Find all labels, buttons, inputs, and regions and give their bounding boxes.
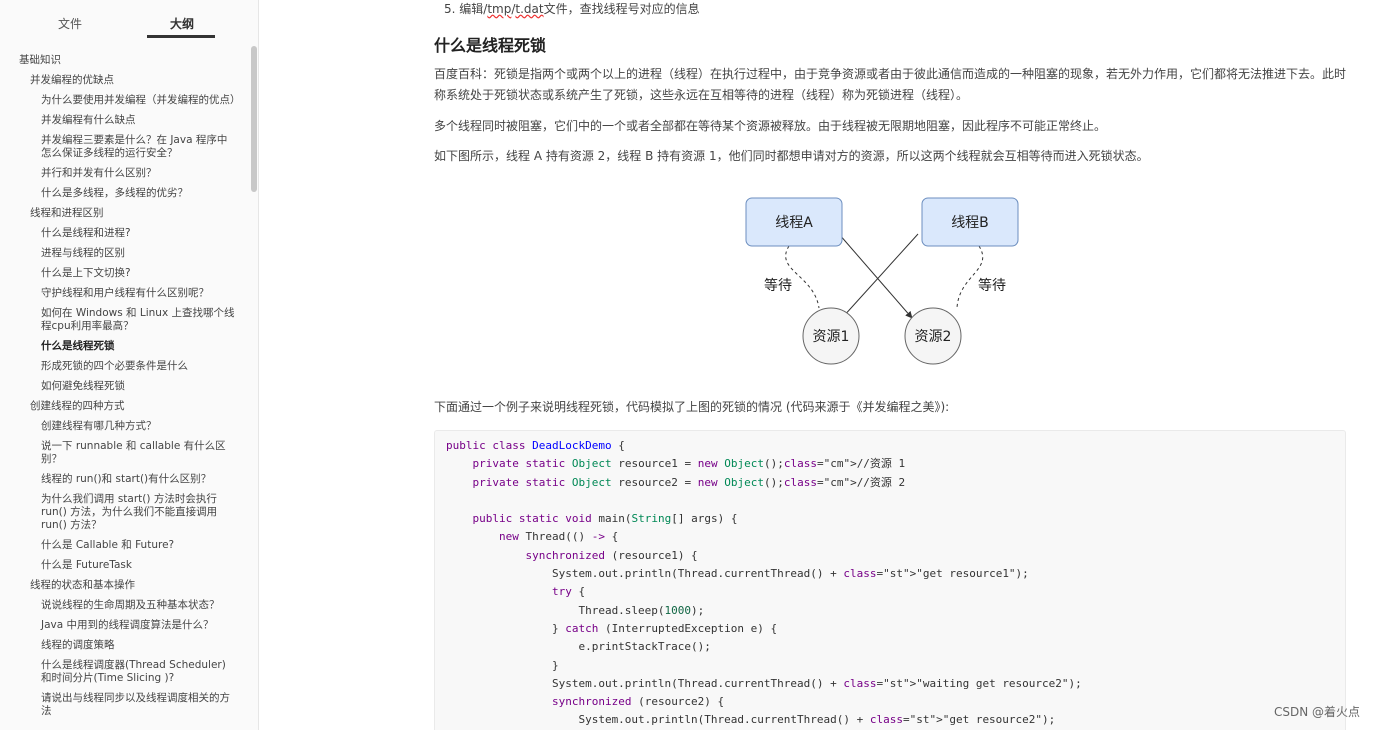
outline-item[interactable]: 说一下 runnable 和 callable 有什么区别？ xyxy=(41,440,226,465)
wait-label-right: 等待 xyxy=(978,277,1006,294)
thread-b-label: 线程B xyxy=(951,215,989,231)
thread-a-label: 线程A xyxy=(775,215,813,231)
watermark: CSDN @着火点 xyxy=(1273,705,1360,719)
sidebar-tabs: 文件 大纲 xyxy=(0,0,258,46)
resource-1-label: 资源1 xyxy=(813,329,850,345)
code-line xyxy=(446,492,1334,510)
thread-a-box xyxy=(745,197,843,247)
thread-b-box xyxy=(921,197,1019,247)
outline-item[interactable]: 什么是上下文切换? xyxy=(41,267,131,279)
section-heading: 什么是线程死锁 xyxy=(434,36,547,55)
sidebar: 文件 大纲 基础知识并发编程的优缺点为什么要使用并发编程（并发编程的优点） 并发编… xyxy=(0,0,259,730)
code-line: } catch (InterruptedException e) { xyxy=(446,621,778,635)
outline-item[interactable]: 说说线程的生命周期及五种基本状态？ xyxy=(41,599,220,611)
code-line: e.printStackTrace(); xyxy=(446,640,711,654)
arrow-b-to-resource1 xyxy=(841,233,919,319)
outline-item[interactable]: 线程的状态和基本操作 xyxy=(30,579,135,591)
code-line: Thread.sleep(1000); xyxy=(446,603,705,617)
document-content: 5. 编辑/tmp/t.dat文件，查找线程号对应的信息 什么是线程死锁 百度百… xyxy=(260,0,1376,730)
code-line: try { xyxy=(551,585,586,599)
tab-files[interactable]: 文件 xyxy=(58,17,83,31)
wait-curve-right xyxy=(956,245,984,309)
code-line: public static void main(String[] args) { xyxy=(472,512,738,526)
arrow-a-to-resource2 xyxy=(838,233,913,319)
outline-item[interactable]: 线程的 run()和 start()有什么区别？ xyxy=(41,473,212,485)
active-tab-indicator xyxy=(147,35,215,38)
wait-curve-left xyxy=(785,245,820,309)
outline-item[interactable]: 并发编程的优缺点 xyxy=(30,74,114,86)
outline-item[interactable]: 线程和进程区别 xyxy=(30,207,104,219)
paragraph-definition: 百度百科：死锁是指两个或两个以上的进程（线程）在执行过程中，由于竞争资源或者由于… xyxy=(434,67,1347,102)
outline-item[interactable]: 什么是 Callable 和 Future? xyxy=(41,539,175,551)
resource-1-circle xyxy=(802,307,860,365)
outline-item[interactable]: 什么是线程和进程? xyxy=(41,227,131,239)
code-line: System.out.println(Thread.currentThread(… xyxy=(446,676,1082,690)
outline-item[interactable]: 为什么要使用并发编程（并发编程的优点） xyxy=(41,94,241,106)
outline-item[interactable]: 线程的调度策略 xyxy=(41,639,115,651)
code-block[interactable]: public class DeadLockDemo { private stat… xyxy=(434,430,1346,730)
outline-item[interactable]: 什么是 FutureTask xyxy=(41,559,132,571)
outline-item[interactable]: 并发编程有什么缺点 xyxy=(41,114,136,126)
outline-item[interactable]: 进程与线程的区别 xyxy=(41,247,125,259)
code-line: } xyxy=(446,658,559,672)
code-line: private static Object resource1 = new Ob… xyxy=(472,457,906,471)
outline-item[interactable]: 如何避免线程死锁 xyxy=(41,380,125,392)
outline-item[interactable]: 形成死锁的四个必要条件是什么 xyxy=(41,360,188,372)
resource-2-circle xyxy=(904,307,962,365)
code-line: new Thread(() -> { xyxy=(498,530,619,544)
outline-item[interactable]: 什么是多线程，多线程的优劣？ xyxy=(41,187,188,199)
outline-item[interactable]: 什么是线程调度器(Thread Scheduler)和时间分片(Time Sli… xyxy=(41,659,226,684)
outline-item[interactable]: 如何在 Windows 和 Linux 上查找哪个线程cpu利用率最高？ xyxy=(41,307,235,332)
outline-item[interactable]: Java 中用到的线程调度算法是什么？ xyxy=(41,619,214,631)
outline-item[interactable]: 什么是线程死锁 xyxy=(41,340,115,352)
outline-item[interactable]: 基础知识 xyxy=(19,54,61,66)
outline-item[interactable]: 创建线程有哪几种方式？ xyxy=(41,420,157,432)
outline-item[interactable]: 并行和并发有什么区别？ xyxy=(41,167,157,179)
tab-outline[interactable]: 大纲 xyxy=(170,17,195,31)
outline-item[interactable]: 请说出与线程同步以及线程调度相关的方法 xyxy=(41,692,230,717)
outline-item[interactable]: 为什么我们调用 start() 方法时会执行 run() 方法，为什么我们不能直… xyxy=(41,493,218,531)
paragraph-blocked: 多个线程同时被阻塞，它们中的一个或者全部都在等待某个资源被释放。由于线程被无限期… xyxy=(434,119,1107,133)
code-line: private static Object resource2 = new Ob… xyxy=(472,475,906,489)
outline-list: 基础知识并发编程的优缺点为什么要使用并发编程（并发编程的优点） 并发编程有什么缺点… xyxy=(0,50,250,721)
resource-2-label: 资源2 xyxy=(915,329,952,345)
code-line: synchronized (resource1) { xyxy=(525,548,698,562)
wait-label-left: 等待 xyxy=(764,277,792,294)
list-item-step-5: 5. 编辑/tmp/t.dat文件，查找线程号对应的信息 xyxy=(444,2,700,16)
deadlock-diagram: 线程A 线程B 资源1 资源2 等待 等待 xyxy=(745,197,1019,365)
paragraph-example-intro: 下面通过一个例子来说明线程死锁，代码模拟了上图的死锁的情况 (代码来源于《并发编… xyxy=(434,400,950,414)
outline-item[interactable]: 并发编程三要素是什么？在 Java 程序中怎么保证多线程的运行安全？ xyxy=(41,134,228,159)
code-line: public class DeadLockDemo { xyxy=(446,439,625,452)
sidebar-scrollbar[interactable] xyxy=(251,46,257,192)
code-line: System.out.println(Thread.currentThread(… xyxy=(446,713,1056,727)
outline-item[interactable]: 守护线程和用户线程有什么区别呢？ xyxy=(41,287,209,299)
code-line: System.out.println(Thread.currentThread(… xyxy=(446,567,1029,581)
paragraph-figure-intro: 如下图所示，线程 A 持有资源 2，线程 B 持有资源 1，他们同时都想申请对方… xyxy=(434,149,1149,163)
code-line: synchronized (resource2) { xyxy=(551,695,725,709)
outline-item[interactable]: 创建线程的四种方式 xyxy=(30,400,125,412)
